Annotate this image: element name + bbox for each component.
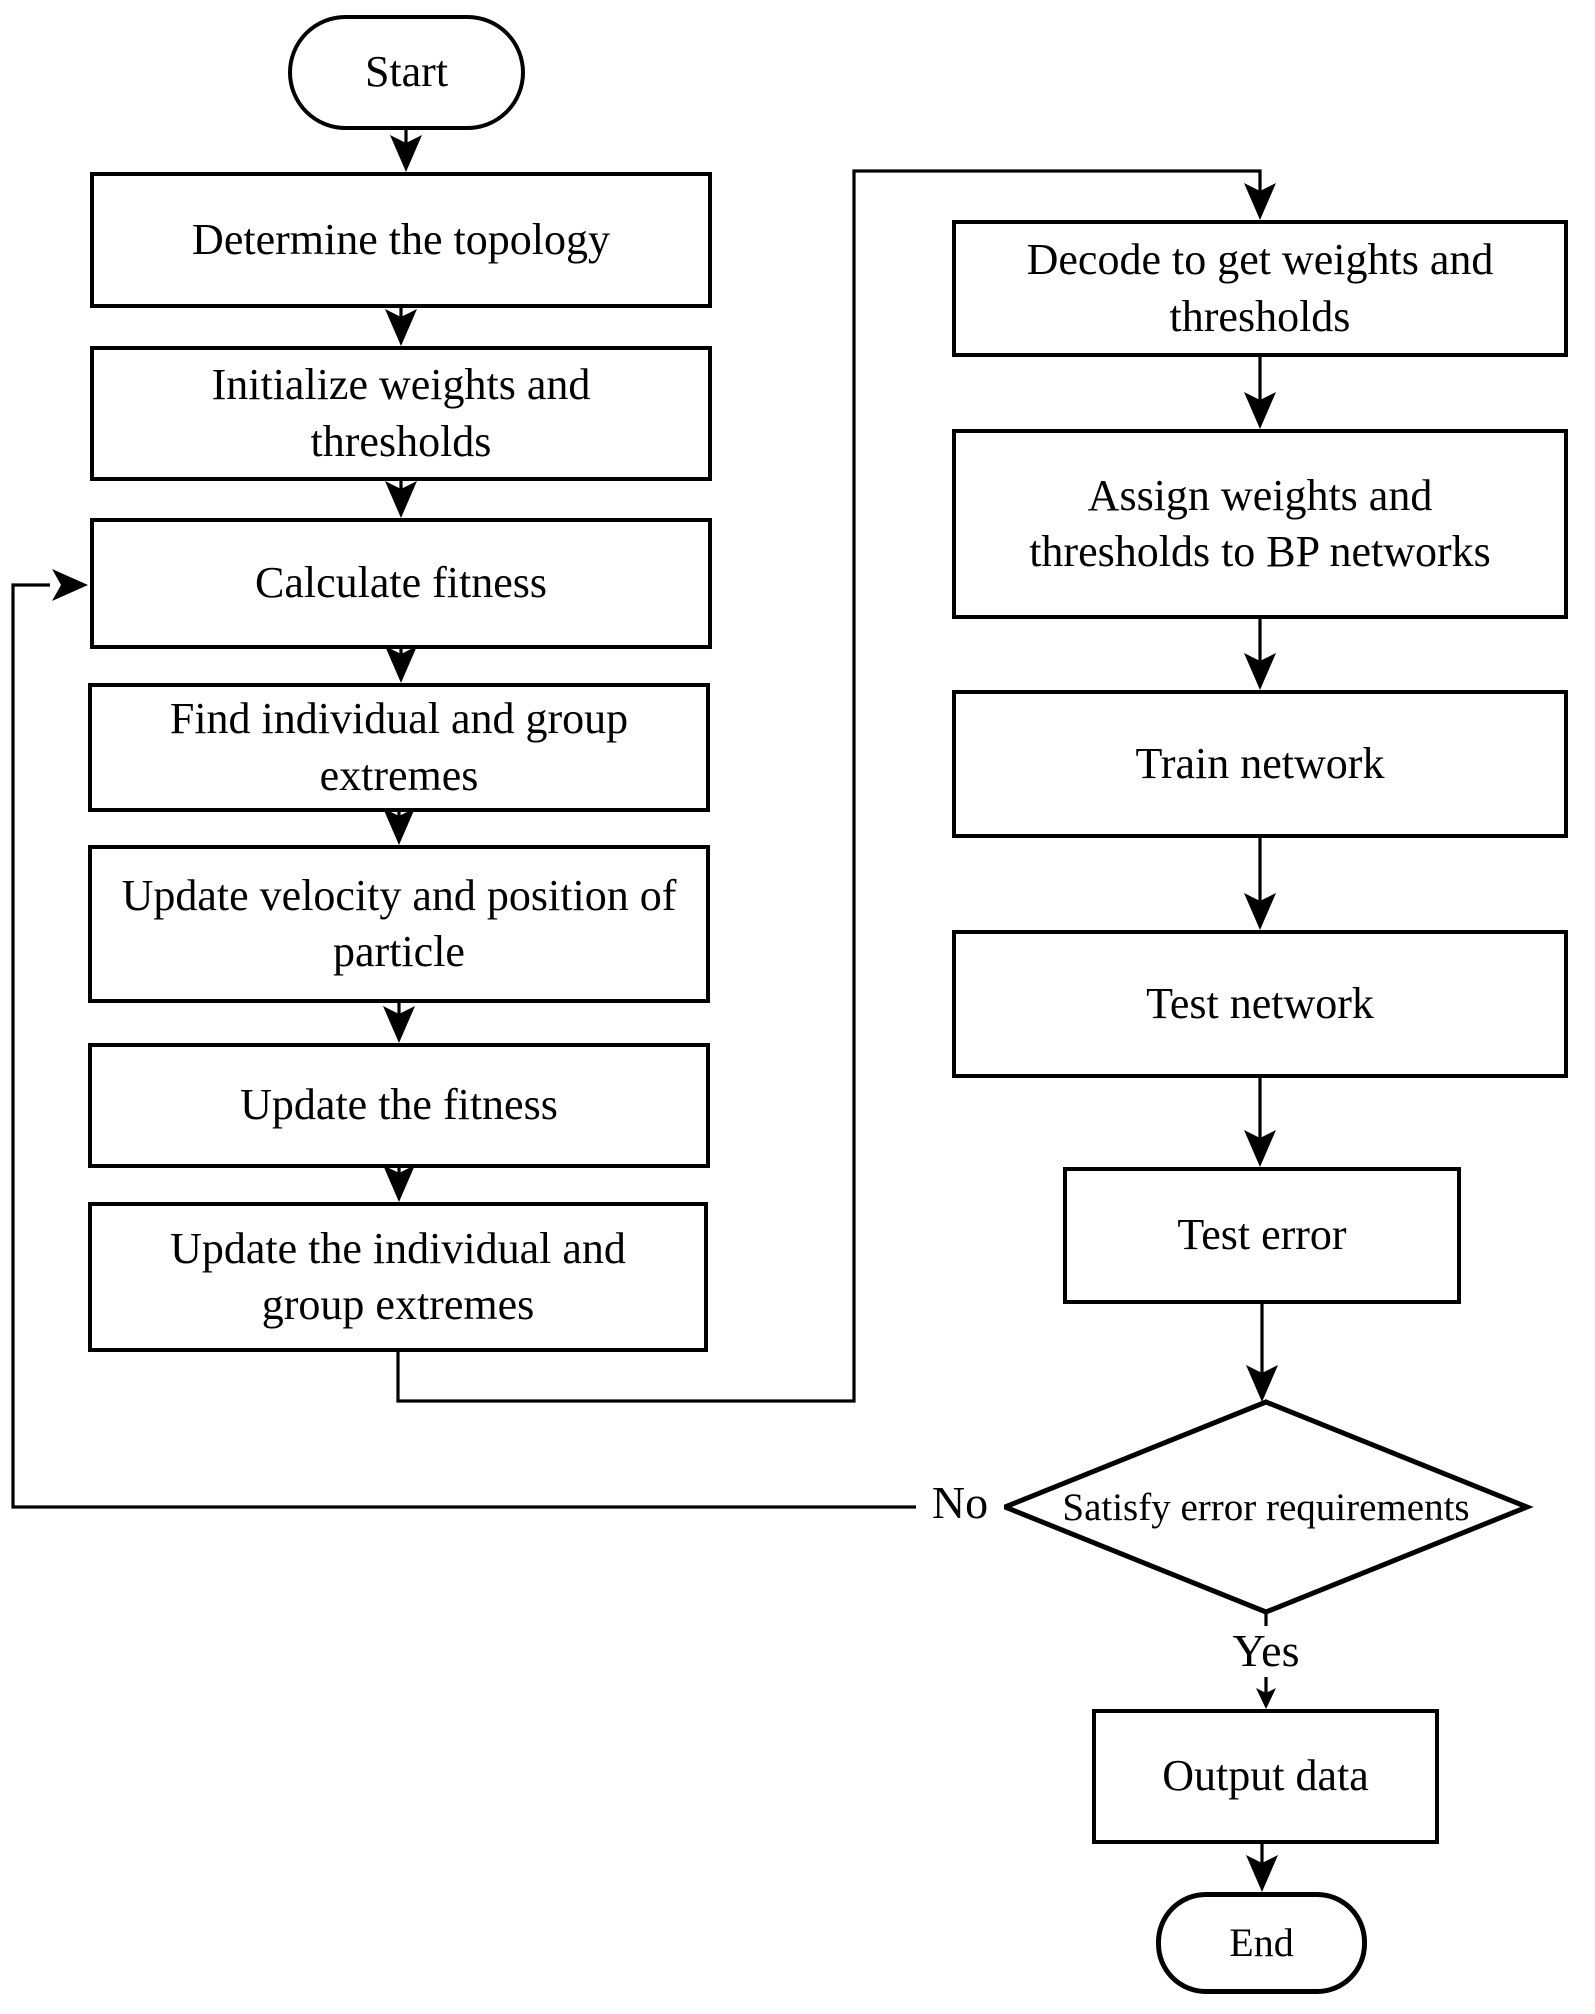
arrowhead-into-assign — [1244, 392, 1276, 429]
node-label: End — [1229, 1920, 1294, 1966]
node-calculate-fitness: Calculate fitness — [90, 518, 712, 649]
node-label: Test network — [1146, 978, 1374, 1028]
node-label: Assign weights and thresholds to BP netw… — [1029, 470, 1491, 576]
node-end: End — [1156, 1892, 1367, 1994]
arrowhead-into-find — [385, 646, 417, 683]
arrowhead-into-decode — [1244, 183, 1276, 220]
node-update-extremes: Update the individual and group extremes — [88, 1202, 708, 1352]
node-label: Decode to get weights and thresholds — [1026, 235, 1494, 341]
node-label: Test error — [1177, 1210, 1347, 1260]
arrowhead-into-extremes — [383, 1165, 415, 1202]
arrowhead-into-end — [1246, 1855, 1278, 1892]
arrowhead-into-initialize — [385, 309, 417, 346]
node-label: Initialize weights and thresholds — [211, 360, 591, 466]
node-label: Update the individual and group extremes — [170, 1223, 626, 1329]
node-label: Calculate fitness — [254, 558, 547, 608]
arrowhead-into-decision — [1246, 1365, 1278, 1402]
arrowhead-no-into-calculate — [52, 569, 88, 601]
node-label: Start — [364, 47, 449, 97]
node-train-network: Train network — [952, 690, 1568, 838]
node-initialize-weights: Initialize weights and thresholds — [90, 346, 712, 481]
node-test-network: Test network — [952, 930, 1568, 1078]
node-label: Update velocity and position of particle — [121, 870, 677, 976]
arrowhead-into-velocity — [383, 808, 415, 845]
node-label: Satisfy error requirements — [1062, 1485, 1470, 1529]
edge-label-yes: Yes — [1198, 1625, 1334, 1677]
arrowhead-into-testnetwork — [1244, 893, 1276, 930]
edge-label-no: No — [916, 1477, 1004, 1529]
node-output-data: Output data — [1092, 1709, 1439, 1844]
node-label: Train network — [1135, 738, 1385, 788]
node-label: Update the fitness — [240, 1080, 558, 1130]
decision-diamond-shape — [998, 1399, 1534, 1615]
node-label: Determine the topology — [192, 214, 610, 264]
node-label: Output data — [1162, 1751, 1369, 1801]
arrowhead-into-train — [1244, 653, 1276, 690]
arrowhead-into-testerror — [1244, 1130, 1276, 1167]
node-start: Start — [288, 15, 525, 130]
node-update-velocity: Update velocity and position of particle — [88, 845, 710, 1003]
node-assign-weights: Assign weights and thresholds to BP netw… — [952, 429, 1568, 619]
node-find-extremes: Find individual and group extremes — [88, 683, 710, 812]
edge-decision-no-loop — [11, 583, 1005, 1509]
node-test-error: Test error — [1063, 1167, 1461, 1304]
node-decision-satisfy-error: Satisfy error requirements — [1025, 1402, 1507, 1612]
node-determine-topology: Determine the topology — [90, 172, 712, 308]
edge-extremes-to-decode — [396, 169, 1262, 1403]
node-label: Find individual and group extremes — [169, 694, 629, 800]
arrowhead-into-determine — [390, 135, 422, 172]
arrowhead-into-output — [1256, 1688, 1276, 1709]
node-update-fitness: Update the fitness — [88, 1043, 710, 1168]
arrowhead-into-calculate — [385, 481, 417, 518]
arrowhead-into-fitness — [383, 1006, 415, 1043]
node-decode-weights: Decode to get weights and thresholds — [952, 220, 1568, 357]
